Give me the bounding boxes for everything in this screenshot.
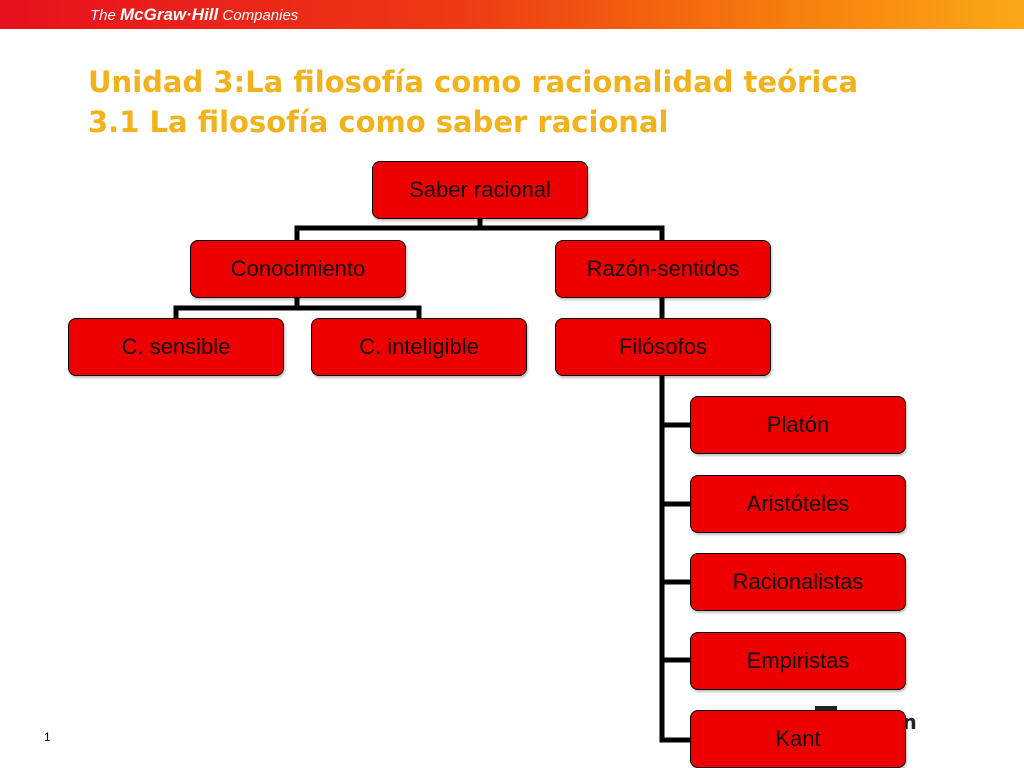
title-line-2: 3.1 La filosofía como saber racional bbox=[88, 105, 669, 139]
node-empiristas: Empiristas bbox=[690, 632, 906, 690]
node-platon: Platón bbox=[690, 396, 906, 454]
page-number: 1 bbox=[44, 730, 51, 744]
brand-suffix: Companies bbox=[218, 7, 299, 24]
slide-title: Unidad 3:La filosofía como racionalidad … bbox=[88, 62, 858, 142]
node-razon-sentidos: Razón-sentidos bbox=[555, 240, 771, 298]
node-racionalistas: Racionalistas bbox=[690, 553, 906, 611]
brand-logo: The McGraw·Hill Companies bbox=[90, 5, 298, 25]
node-c-sensible: C. sensible bbox=[68, 318, 284, 376]
node-c-inteligible: C. inteligible bbox=[311, 318, 527, 376]
brand-prefix: The bbox=[90, 7, 121, 24]
node-filosofos: Filósofos bbox=[555, 318, 771, 376]
node-saber-racional: Saber racional bbox=[372, 161, 588, 219]
title-line-1: Unidad 3:La filosofía como racionalidad … bbox=[88, 65, 859, 99]
header-bar: The McGraw·Hill Companies bbox=[0, 0, 1024, 29]
partial-logo-mark bbox=[815, 706, 837, 712]
node-kant: Kant bbox=[690, 710, 906, 768]
node-conocimiento: Conocimiento bbox=[190, 240, 406, 298]
brand-name: McGraw·Hill bbox=[120, 5, 219, 24]
node-aristoteles: Aristóteles bbox=[690, 475, 906, 533]
